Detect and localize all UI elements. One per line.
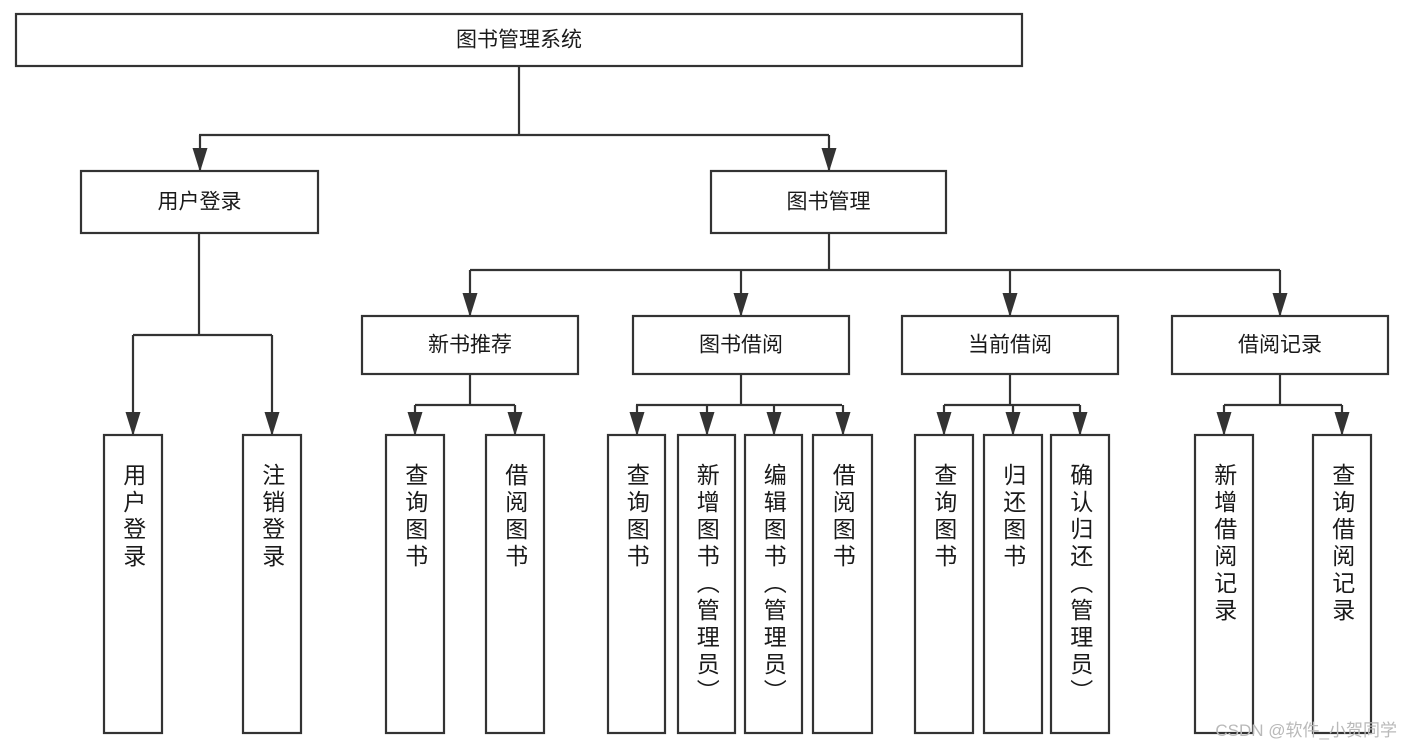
node-label-root: 图书管理系统 xyxy=(456,29,582,52)
arrow-head-icon-borrow-record xyxy=(1272,293,1288,317)
node-box-root[interactable] xyxy=(14,12,1024,68)
node-label-leaf-query-borrow-record: 查询借阅记录 xyxy=(1329,463,1356,625)
arrow-head-icon-leaf-query-book-borrow xyxy=(629,412,645,436)
connector-layer xyxy=(125,66,1350,436)
node-label-leaf-logout: 注销登录 xyxy=(259,463,286,571)
arrow-head-icon-leaf-query-book-current xyxy=(936,412,952,436)
node-leaf-return-book[interactable]: 归还图书 xyxy=(982,433,1044,735)
node-book-borrow[interactable]: 图书借阅 xyxy=(631,314,851,376)
arrow-head-icon-leaf-edit-book-admin xyxy=(766,412,782,436)
node-book-management[interactable]: 图书管理 xyxy=(709,169,948,235)
arrow-head-icon-book-management xyxy=(821,148,837,172)
arrow-head-icon-current-borrow xyxy=(1002,293,1018,317)
node-box-leaf-return-book[interactable] xyxy=(982,433,1044,735)
node-leaf-add-book-admin[interactable]: 新增图书（管理员） xyxy=(676,433,737,735)
node-label-user-login: 用户登录 xyxy=(158,191,242,214)
node-box-leaf-add-borrow-record[interactable] xyxy=(1193,433,1255,735)
node-leaf-confirm-return-admin[interactable]: 确认归还（管理员） xyxy=(1049,433,1111,735)
node-label-new-book-recommend: 新书推荐 xyxy=(428,334,512,357)
node-box-book-management[interactable] xyxy=(709,169,948,235)
node-box-leaf-user-login[interactable] xyxy=(102,433,164,735)
node-label-current-borrow: 当前借阅 xyxy=(968,334,1052,357)
node-label-leaf-add-book-admin: 新增图书（管理员） xyxy=(693,463,720,706)
node-leaf-user-login[interactable]: 用户登录 xyxy=(102,433,164,735)
node-leaf-borrow-book-recommend[interactable]: 借阅图书 xyxy=(484,433,546,735)
node-label-leaf-confirm-return-admin: 确认归还（管理员） xyxy=(1067,463,1094,706)
arrow-head-icon-leaf-query-book-recommend xyxy=(407,412,423,436)
node-root[interactable]: 图书管理系统 xyxy=(14,12,1024,68)
node-box-leaf-query-borrow-record[interactable] xyxy=(1311,433,1373,735)
arrow-head-icon-leaf-query-borrow-record xyxy=(1334,412,1350,436)
node-leaf-add-borrow-record[interactable]: 新增借阅记录 xyxy=(1193,433,1255,735)
node-borrow-record[interactable]: 借阅记录 xyxy=(1170,314,1390,376)
arrow-head-icon-leaf-logout xyxy=(264,412,280,436)
node-box-leaf-add-book-admin[interactable] xyxy=(676,433,737,735)
node-leaf-borrow-book[interactable]: 借阅图书 xyxy=(811,433,874,735)
node-label-leaf-borrow-book: 借阅图书 xyxy=(829,463,856,571)
arrow-head-icon-leaf-borrow-book xyxy=(835,412,851,436)
arrow-head-icon-leaf-confirm-return-admin xyxy=(1072,412,1088,436)
node-label-leaf-add-borrow-record: 新增借阅记录 xyxy=(1211,463,1238,625)
node-current-borrow[interactable]: 当前借阅 xyxy=(900,314,1120,376)
node-box-leaf-edit-book-admin[interactable] xyxy=(743,433,804,735)
arrow-head-icon-leaf-return-book xyxy=(1005,412,1021,436)
arrow-head-icon-leaf-add-book-admin xyxy=(699,412,715,436)
node-label-leaf-query-book-recommend: 查询图书 xyxy=(402,463,429,571)
arrow-head-icon-leaf-add-borrow-record xyxy=(1216,412,1232,436)
node-leaf-edit-book-admin[interactable]: 编辑图书（管理员） xyxy=(743,433,804,735)
node-layer: 图书管理系统用户登录图书管理新书推荐图书借阅当前借阅借阅记录用户登录注销登录查询… xyxy=(14,12,1390,735)
node-box-leaf-query-book-current[interactable] xyxy=(913,433,975,735)
node-box-new-book-recommend[interactable] xyxy=(360,314,580,376)
node-new-book-recommend[interactable]: 新书推荐 xyxy=(360,314,580,376)
node-label-leaf-edit-book-admin: 编辑图书（管理员） xyxy=(760,463,787,706)
arrow-head-icon-user-login xyxy=(192,148,208,172)
node-user-login[interactable]: 用户登录 xyxy=(79,169,320,235)
node-box-leaf-query-book-recommend[interactable] xyxy=(384,433,446,735)
node-label-book-borrow: 图书借阅 xyxy=(699,334,783,357)
node-leaf-query-book-current[interactable]: 查询图书 xyxy=(913,433,975,735)
arrow-head-icon-new-book-recommend xyxy=(462,293,478,317)
node-box-leaf-borrow-book-recommend[interactable] xyxy=(484,433,546,735)
node-box-leaf-logout[interactable] xyxy=(241,433,303,735)
node-label-leaf-query-book-current: 查询图书 xyxy=(931,463,958,571)
node-label-leaf-borrow-book-recommend: 借阅图书 xyxy=(502,463,529,571)
arrow-head-icon-leaf-borrow-book-recommend xyxy=(507,412,523,436)
node-box-current-borrow[interactable] xyxy=(900,314,1120,376)
node-box-leaf-borrow-book[interactable] xyxy=(811,433,874,735)
node-label-book-management: 图书管理 xyxy=(787,191,871,214)
node-label-leaf-return-book: 归还图书 xyxy=(1000,463,1027,571)
node-label-leaf-user-login: 用户登录 xyxy=(120,463,147,571)
node-label-borrow-record: 借阅记录 xyxy=(1238,334,1322,357)
node-label-leaf-query-book-borrow: 查询图书 xyxy=(623,463,650,571)
arrow-head-icon-book-borrow xyxy=(733,293,749,317)
node-leaf-logout[interactable]: 注销登录 xyxy=(241,433,303,735)
node-leaf-query-book-recommend[interactable]: 查询图书 xyxy=(384,433,446,735)
node-leaf-query-borrow-record[interactable]: 查询借阅记录 xyxy=(1311,433,1373,735)
node-box-leaf-query-book-borrow[interactable] xyxy=(606,433,667,735)
node-box-borrow-record[interactable] xyxy=(1170,314,1390,376)
node-leaf-query-book-borrow[interactable]: 查询图书 xyxy=(606,433,667,735)
arrow-head-icon-leaf-user-login xyxy=(125,412,141,436)
node-box-user-login[interactable] xyxy=(79,169,320,235)
node-box-book-borrow[interactable] xyxy=(631,314,851,376)
node-box-leaf-confirm-return-admin[interactable] xyxy=(1049,433,1111,735)
